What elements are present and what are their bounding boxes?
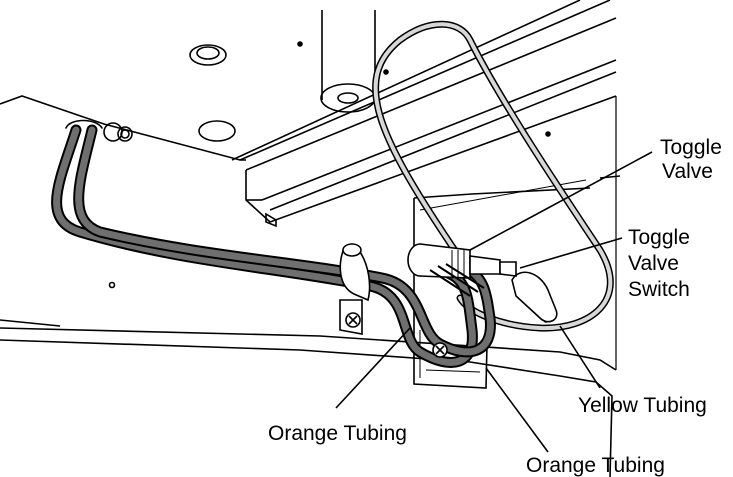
yellow-tubing: [372, 20, 614, 332]
orange-tubing: [51, 119, 496, 368]
label-orange-tubing-left: Orange Tubing: [268, 422, 407, 445]
leader-toggle-valve-switch: [519, 237, 623, 269]
leader-orange-tubing-left: [335, 327, 411, 409]
label-toggle-switch-line1: Toggle: [628, 226, 690, 249]
leader-yellow-tubing: [559, 325, 601, 389]
label-toggle-switch-line2: Valve: [628, 252, 679, 275]
leader-toggle-valve: [469, 151, 653, 251]
label-orange-tubing-bottom: Orange Tubing: [526, 454, 665, 477]
label-toggle-valve-line2: Valve: [662, 160, 713, 183]
label-toggle-valve-line1: Toggle: [660, 136, 722, 159]
toggle-valve-switch: [499, 261, 558, 323]
cabinet-structure: [0, 0, 621, 477]
callout-labels: Toggle Valve Toggle Valve Switch Yellow …: [268, 136, 722, 477]
label-yellow-tubing: Yellow Tubing: [578, 394, 707, 417]
leader-orange-tubing-bottom: [485, 367, 549, 453]
label-toggle-switch-line3: Switch: [628, 278, 690, 301]
tube-clamp: [339, 243, 448, 358]
leader-lines: [335, 151, 653, 453]
